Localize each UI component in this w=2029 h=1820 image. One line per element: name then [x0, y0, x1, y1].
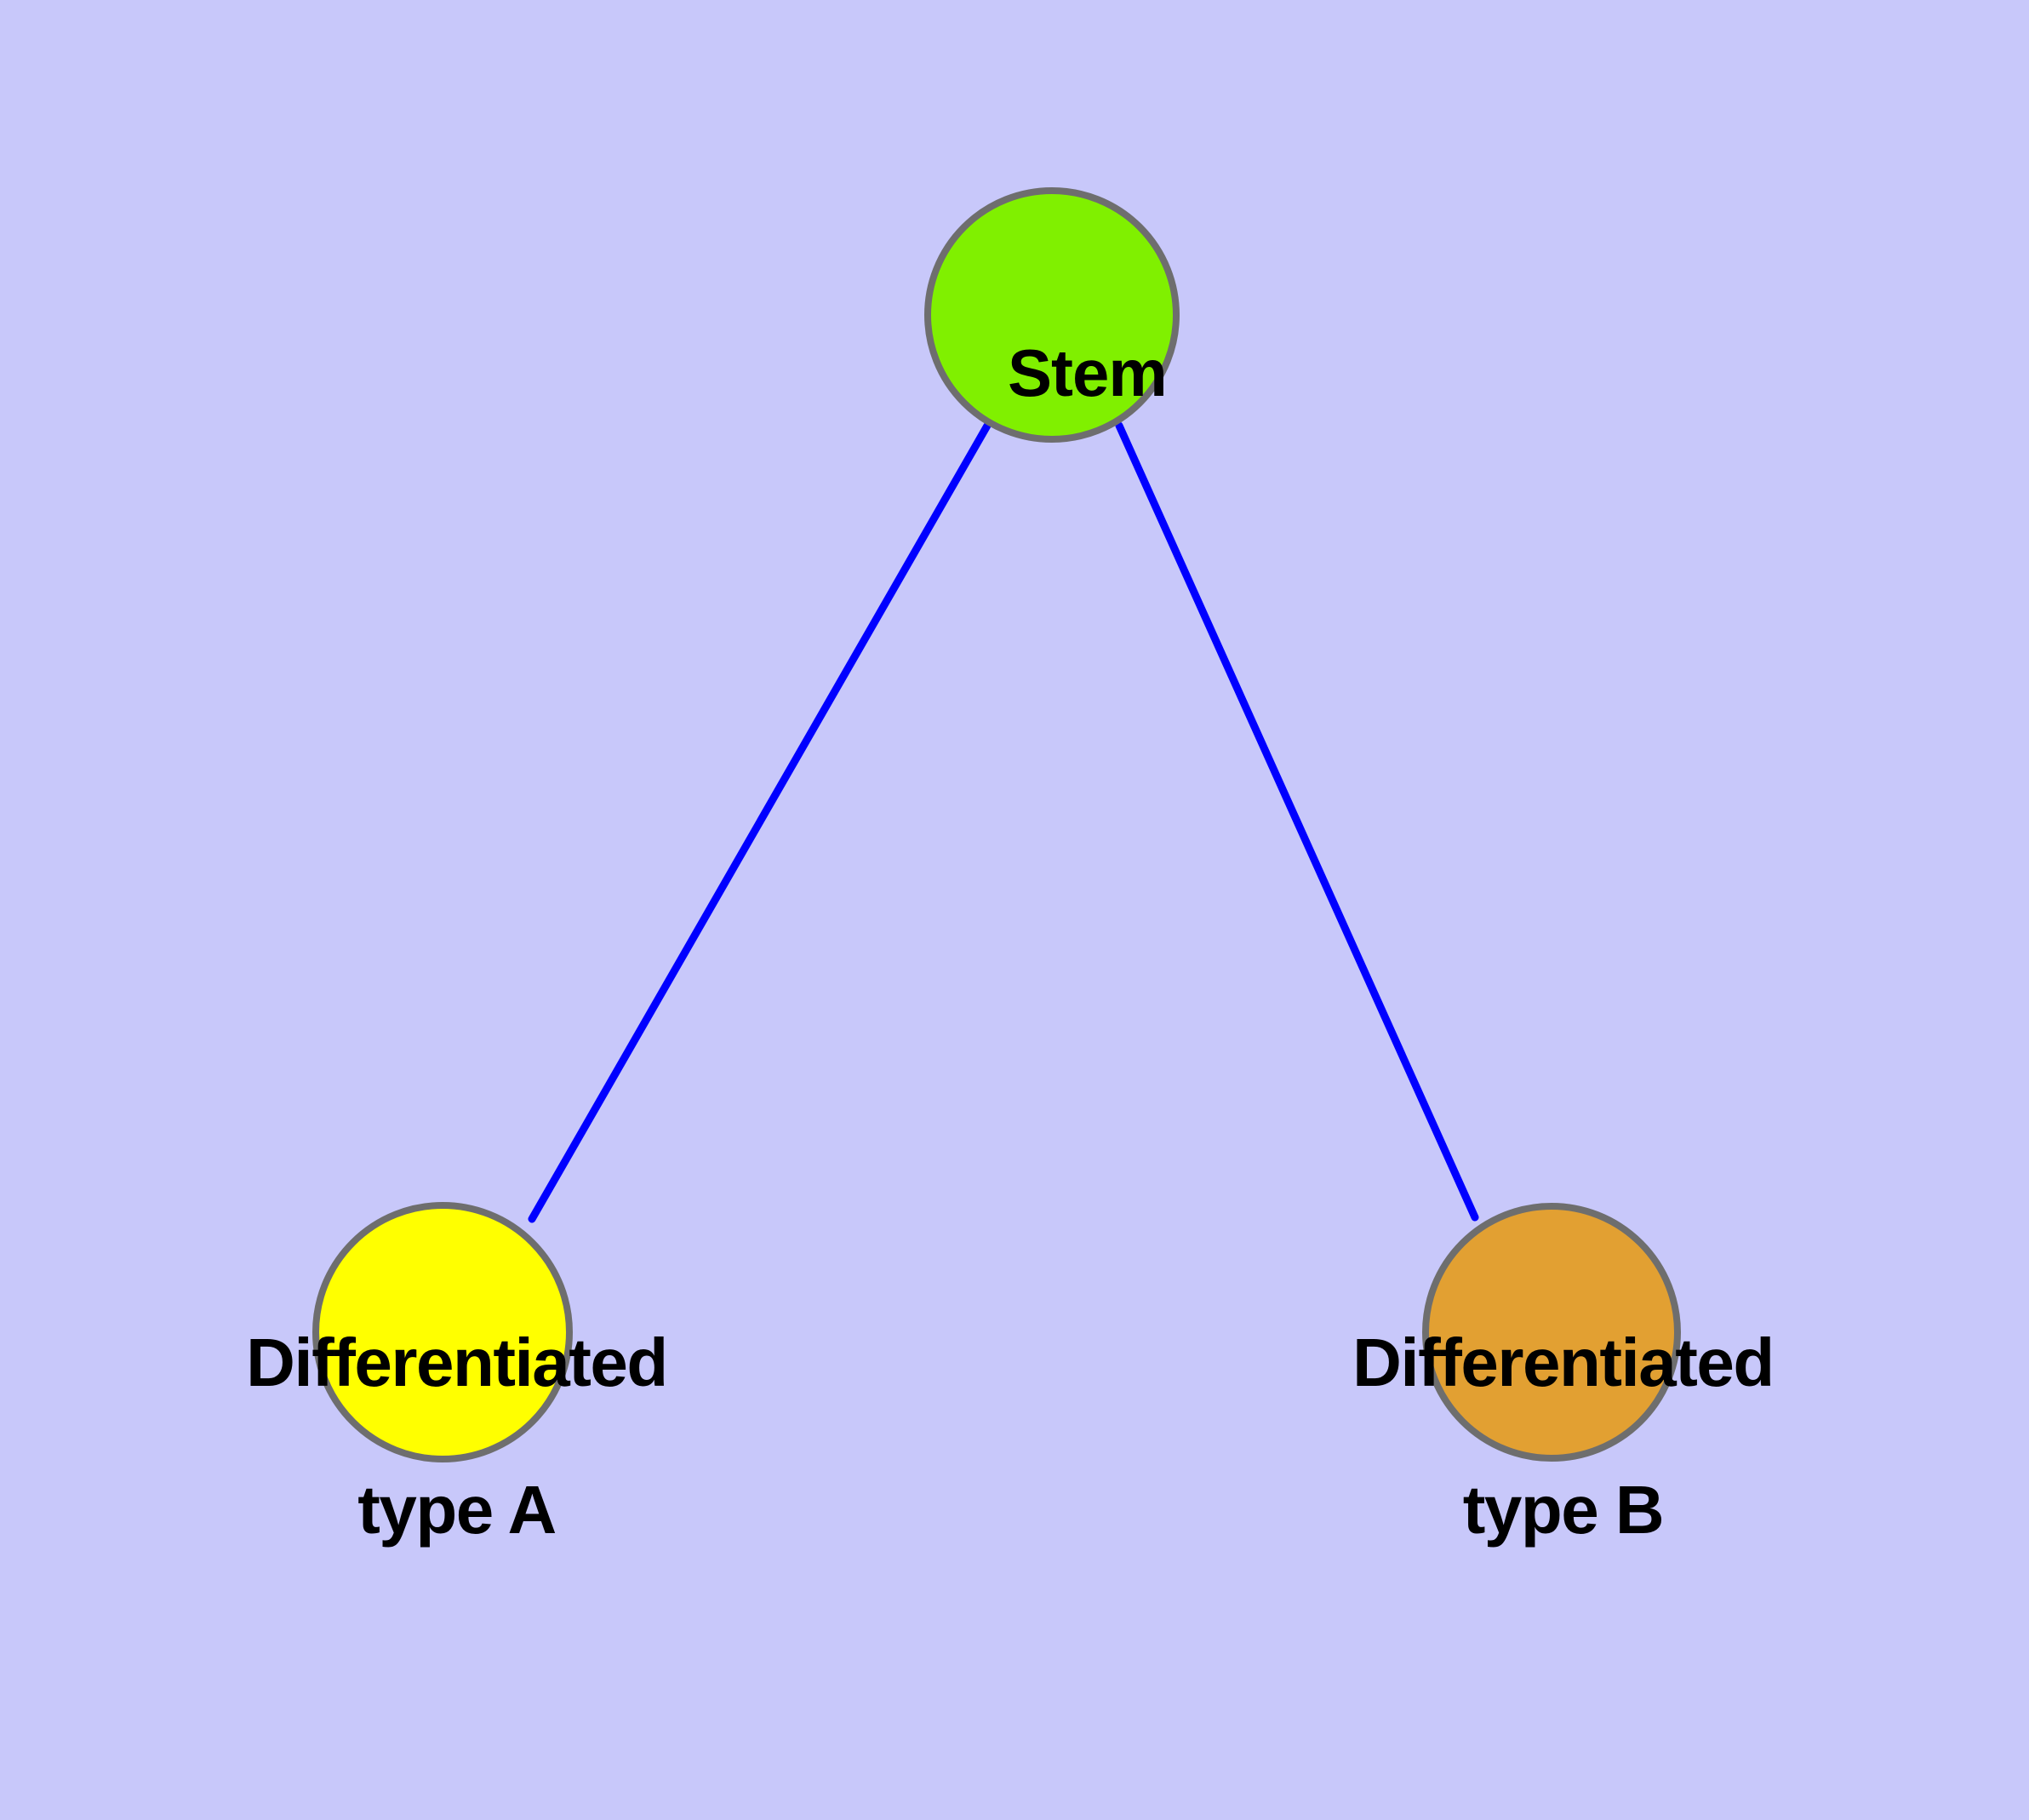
node-stem[interactable]	[924, 187, 1180, 443]
edge-stem-to-differentiated-type-b[interactable]	[1115, 421, 1479, 1222]
edge-stem-to-differentiated-type-a[interactable]	[528, 421, 992, 1223]
node-differentiated-type-b[interactable]	[1422, 1203, 1681, 1462]
nodes-group	[312, 187, 1681, 1462]
edges-group	[528, 421, 1479, 1223]
node-differentiated-type-a[interactable]	[312, 1202, 573, 1462]
